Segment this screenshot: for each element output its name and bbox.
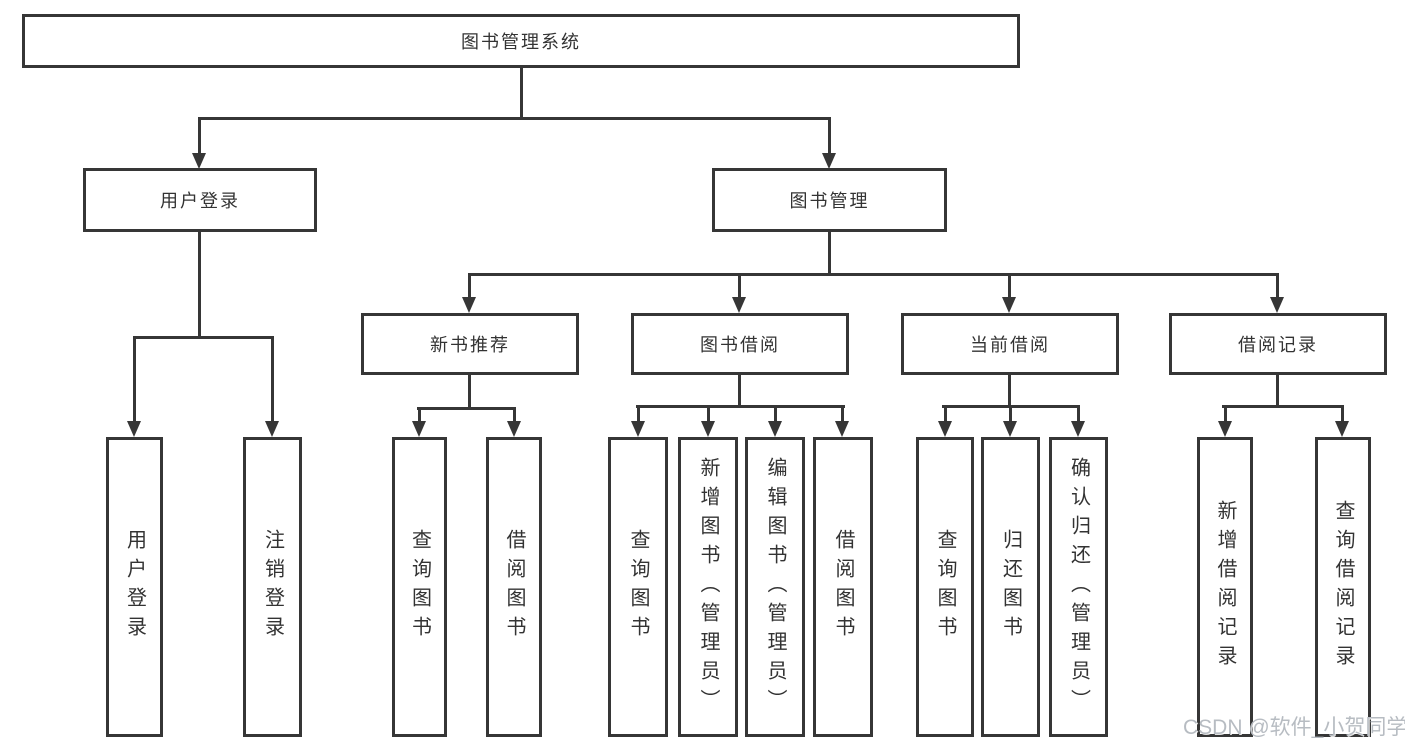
connector-bb-stem — [738, 375, 741, 408]
arrow-down-to-leaf-user-login — [127, 336, 141, 437]
leaf-cb-return-book-label: 归还图书 — [999, 529, 1022, 645]
arrow-down-to-bb-edit-book — [768, 405, 782, 437]
arrow-down-to-book-borrowing — [732, 273, 746, 313]
leaf-cb-confirm-return-admin-label: 确认归还（管理员） — [1067, 456, 1090, 718]
connector-nb-stem — [468, 375, 471, 410]
connector-user-hbar — [133, 336, 274, 339]
node-library-management-system: 图书管理系统 — [22, 14, 1020, 68]
leaf-br-query-borrow-record: 查询借阅记录 — [1315, 437, 1371, 737]
connector-cb-stem — [1008, 375, 1011, 408]
leaf-nb-query-book: 查询图书 — [392, 437, 447, 737]
leaf-bb-add-book-admin-label: 新增图书（管理员） — [697, 456, 719, 718]
leaf-br-add-borrow-record-label: 新增借阅记录 — [1214, 500, 1236, 674]
leaf-bb-borrow-book: 借阅图书 — [813, 437, 873, 737]
leaf-cb-confirm-return-admin: 确认归还（管理员） — [1049, 437, 1108, 737]
leaf-cb-query-book-label: 查询图书 — [934, 529, 956, 645]
arrow-down-to-cb-query-book — [938, 405, 952, 437]
arrow-down-to-cb-confirm-return — [1071, 405, 1085, 437]
arrow-down-to-book-management — [822, 117, 836, 169]
arrow-down-to-bb-query-book — [631, 405, 645, 437]
node-new-book-recommendation: 新书推荐 — [361, 313, 579, 375]
leaf-logout: 注销登录 — [243, 437, 302, 737]
arrow-down-to-user-login — [192, 117, 206, 169]
arrow-down-to-nb-query-book — [412, 407, 426, 437]
connector-root-hbar — [198, 117, 831, 120]
connector-root-stem — [520, 68, 523, 120]
connector-book-hbar — [468, 273, 1279, 276]
connector-br-hbar — [1222, 405, 1344, 408]
leaf-bb-add-book-admin: 新增图书（管理员） — [678, 437, 738, 737]
leaf-nb-borrow-book: 借阅图书 — [486, 437, 542, 737]
leaf-br-query-borrow-record-label: 查询借阅记录 — [1332, 500, 1354, 674]
leaf-nb-borrow-book-label: 借阅图书 — [503, 529, 525, 645]
connector-book-stem — [828, 232, 831, 276]
arrow-down-to-br-query-record — [1335, 405, 1349, 437]
arrow-down-to-new-book-recommendation — [462, 273, 476, 313]
leaf-bb-edit-book-admin: 编辑图书（管理员） — [745, 437, 805, 737]
node-current-borrowing: 当前借阅 — [901, 313, 1119, 375]
csdn-watermark: CSDN @软件_小贺同学 — [1183, 716, 1405, 739]
node-book-borrowing: 图书借阅 — [631, 313, 849, 375]
arrow-down-to-current-borrowing — [1002, 273, 1016, 313]
leaf-br-add-borrow-record: 新增借阅记录 — [1197, 437, 1253, 737]
arrow-down-to-nb-borrow-book — [507, 407, 521, 437]
arrow-down-to-bb-add-book — [701, 405, 715, 437]
leaf-bb-query-book: 查询图书 — [608, 437, 668, 737]
leaf-bb-borrow-book-label: 借阅图书 — [832, 529, 854, 645]
leaf-bb-edit-book-admin-label: 编辑图书（管理员） — [764, 456, 786, 718]
node-user-login-branch: 用户登录 — [83, 168, 317, 232]
leaf-user-login-label: 用户登录 — [123, 529, 146, 645]
connector-bb-hbar — [636, 405, 845, 408]
arrow-down-to-cb-return-book — [1003, 405, 1017, 437]
leaf-user-login: 用户登录 — [106, 437, 163, 737]
leaf-bb-query-book-label: 查询图书 — [627, 529, 649, 645]
arrow-down-to-br-add-record — [1218, 405, 1232, 437]
leaf-logout-label: 注销登录 — [261, 529, 284, 645]
arrow-down-to-leaf-logout — [265, 336, 279, 437]
arrow-down-to-borrowing-records — [1270, 273, 1284, 313]
arrow-down-to-bb-borrow-book — [835, 405, 849, 437]
connector-nb-hbar — [417, 407, 516, 410]
connector-user-stem — [198, 232, 201, 339]
leaf-cb-return-book: 归还图书 — [981, 437, 1040, 737]
leaf-cb-query-book: 查询图书 — [916, 437, 974, 737]
leaf-nb-query-book-label: 查询图书 — [408, 529, 431, 645]
node-borrowing-records: 借阅记录 — [1169, 313, 1387, 375]
connector-br-stem — [1276, 375, 1279, 408]
node-book-management-branch: 图书管理 — [712, 168, 947, 232]
